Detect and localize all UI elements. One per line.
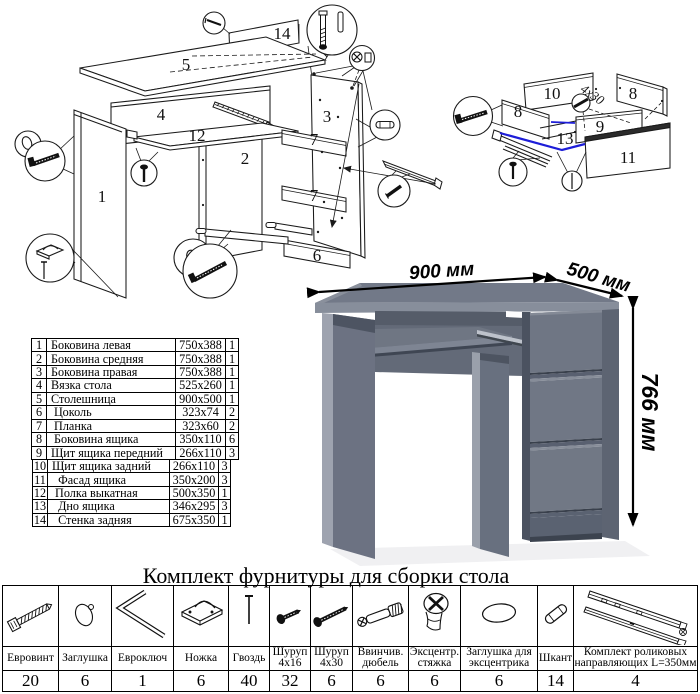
svg-text:11: 11 <box>620 148 636 167</box>
svg-text:6: 6 <box>313 246 322 265</box>
svg-text:12: 12 <box>189 126 206 145</box>
svg-text:13: 13 <box>557 129 574 148</box>
svg-text:7: 7 <box>310 130 319 149</box>
svg-text:900 мм: 900 мм <box>408 259 474 284</box>
svg-text:8: 8 <box>629 84 638 103</box>
svg-text:5: 5 <box>182 55 191 74</box>
svg-text:4: 4 <box>157 105 166 124</box>
svg-text:7: 7 <box>310 186 319 205</box>
svg-text:14: 14 <box>274 24 292 43</box>
svg-text:1: 1 <box>98 187 107 206</box>
svg-text:10: 10 <box>544 84 561 103</box>
svg-text:8: 8 <box>514 102 523 121</box>
svg-text:3: 3 <box>323 107 332 126</box>
svg-text:2: 2 <box>241 149 250 168</box>
svg-text:766 мм: 766 мм <box>637 373 663 452</box>
svg-text:9: 9 <box>596 117 605 136</box>
